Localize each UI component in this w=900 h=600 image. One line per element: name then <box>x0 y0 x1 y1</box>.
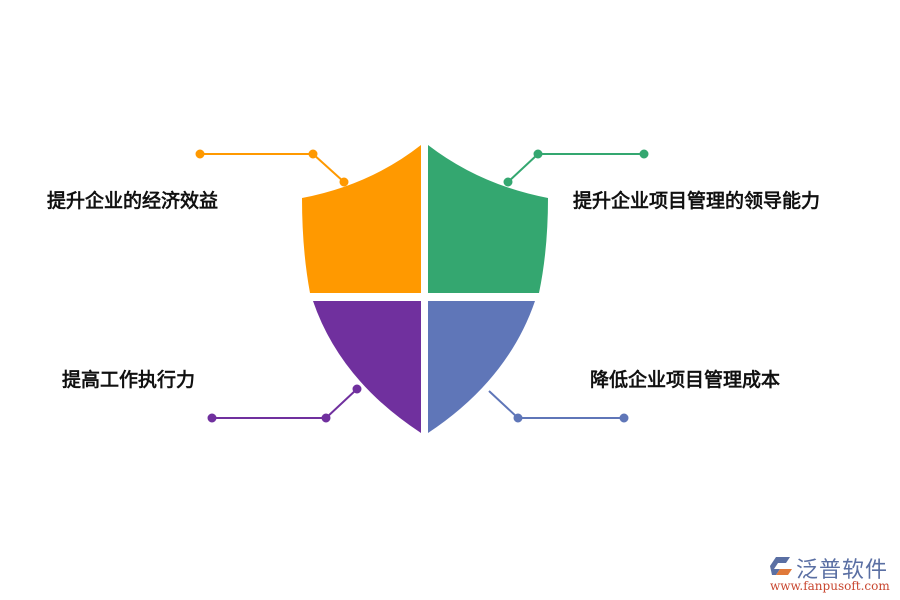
shield-quadrant-top-right <box>428 145 548 293</box>
connector-top-left <box>195 149 349 187</box>
connector-top-right <box>503 149 649 187</box>
label-bottom-right: 降低企业项目管理成本 <box>590 369 781 391</box>
shield-quadrant-bottom-right <box>428 301 535 433</box>
logo-name: 泛普软件 <box>796 558 889 583</box>
connector-bottom-left <box>207 384 362 423</box>
logo-url: www.fanpusoft.com <box>770 579 890 593</box>
logo-icon <box>770 557 792 575</box>
label-bottom-left: 提高工作执行力 <box>62 369 196 391</box>
connector-bottom-right <box>488 390 629 423</box>
shield-quadrant-top-left <box>302 145 421 293</box>
brand-logo: 泛普软件 www.fanpusoft.com <box>768 552 898 597</box>
label-top-right: 提升企业项目管理的领导能力 <box>573 190 821 212</box>
shield-quadrant-bottom-left <box>313 301 421 433</box>
label-top-left: 提升企业的经济效益 <box>47 190 219 212</box>
